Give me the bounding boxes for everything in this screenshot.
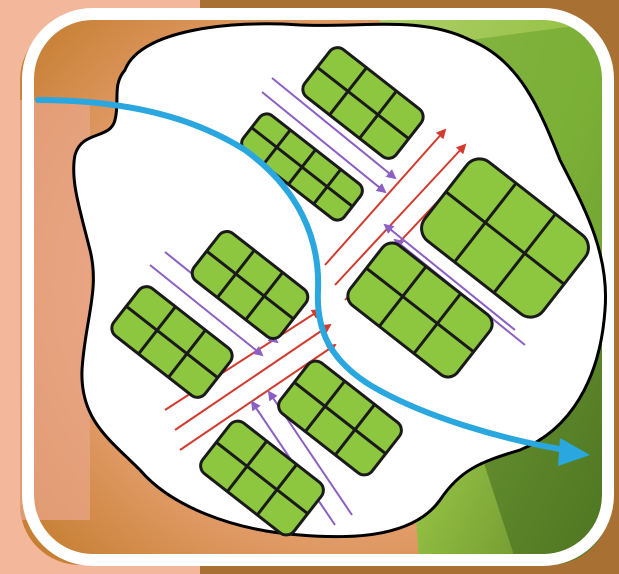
building-block bbox=[277, 359, 403, 477]
building-block bbox=[240, 112, 364, 222]
building-block bbox=[190, 230, 310, 340]
arrow-icon bbox=[383, 223, 516, 331]
building-block bbox=[110, 285, 234, 399]
arrow-icon bbox=[261, 91, 387, 194]
building-block bbox=[301, 46, 425, 160]
arrow-icon bbox=[149, 264, 264, 357]
arrow-right-icon bbox=[558, 438, 590, 466]
river bbox=[35, 97, 581, 455]
building-block bbox=[199, 419, 325, 537]
building-blocks bbox=[110, 46, 590, 537]
arrow-icon bbox=[174, 323, 332, 431]
arrow-icon bbox=[271, 77, 397, 180]
building-block bbox=[346, 241, 494, 379]
frame-border bbox=[22, 8, 614, 566]
arrow-icon bbox=[324, 128, 447, 266]
building-block bbox=[420, 157, 590, 319]
arrow-icon bbox=[334, 143, 467, 286]
